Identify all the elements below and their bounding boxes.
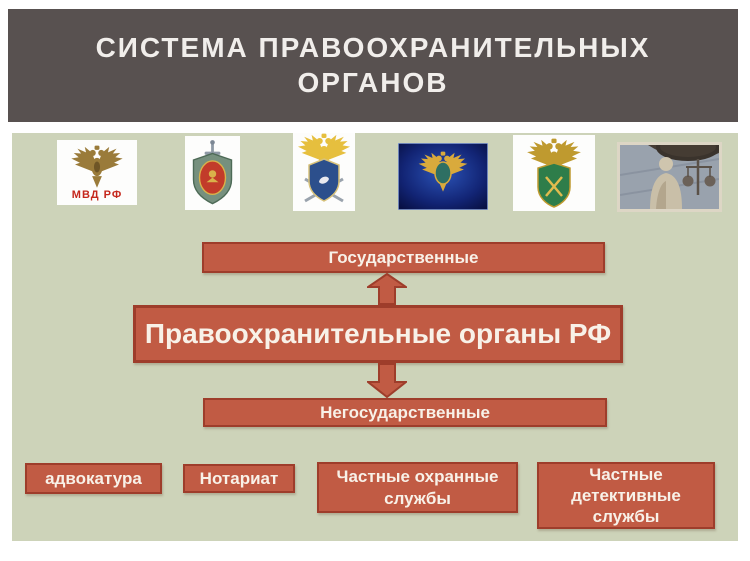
sk-eagle-shield-icon [297, 133, 351, 203]
leaf-box-private-security-label: Частные охранные службы [336, 467, 499, 508]
mvd-emblem: МВД РФ [57, 140, 137, 205]
leaf-box-notary: Нотариат [183, 464, 295, 493]
mvd-emblem-caption: МВД РФ [71, 188, 123, 201]
leaf-box-notary-label: Нотариат [199, 468, 279, 488]
slide-title-line1: СИСТЕМА ПРАВООХРАНИТЕЛЬНЫХ [95, 32, 651, 63]
state-box-label: Государственные [328, 247, 479, 267]
customs-emblem [513, 135, 595, 211]
investigative-committee-emblem [293, 133, 355, 211]
fsb-shield-sword-icon [192, 140, 233, 205]
customs-eagle-shield-icon [527, 138, 581, 208]
justice-ministry-emblem [398, 143, 488, 210]
slide-title-bar: СИСТЕМА ПРАВООХРАНИТЕЛЬНЫХ ОРГАНОВ [8, 9, 738, 122]
leaf-box-private-detective-label: Частные детективные службы [571, 464, 681, 527]
root-box: Правоохранительные органы РФ [133, 305, 623, 363]
down-arrow [367, 363, 407, 398]
leaf-box-advocacy-label: адвокатура [45, 468, 142, 488]
root-box-label: Правоохранительные органы РФ [144, 318, 612, 349]
leaf-box-advocacy: адвокатура [25, 463, 162, 494]
leaf-box-private-security: Частные охранные службы [317, 462, 518, 513]
up-arrow [367, 273, 407, 305]
themis-statue-photo [617, 142, 722, 212]
mvd-eagle-icon [71, 145, 123, 188]
themis-statue-image [620, 145, 719, 209]
nonstate-box: Негосударственные [203, 398, 607, 427]
justice-eagle-icon [398, 143, 488, 210]
nonstate-box-label: Негосударственные [320, 402, 490, 422]
leaf-box-private-detective: Частные детективные службы [537, 462, 715, 529]
fsb-emblem [185, 136, 240, 210]
state-box: Государственные [202, 242, 605, 273]
slide-title-line2: ОРГАНОВ [297, 67, 449, 98]
